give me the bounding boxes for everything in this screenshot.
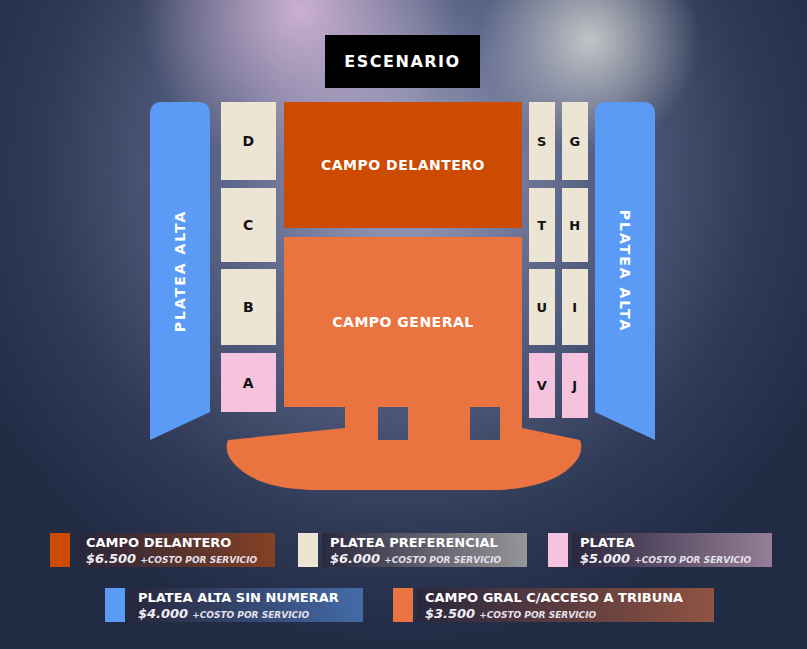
vertical-label: PLATEA ALTA [172,210,188,333]
section-label: S [537,134,547,149]
general-field: CAMPO GENERAL [284,237,522,407]
price-line: $5.000 +COSTO POR SERVICIO [580,551,764,567]
seat-section: U [529,269,555,345]
seat-section: J [562,353,588,418]
stand-shape [150,102,210,440]
section-label: D [242,133,254,149]
legend-text: CAMPO GRAL C/ACCESO A TRIBUNA [425,590,706,606]
legend-entry: PLATEA ALTA SIN NUMERAR$4.000 +COSTO POR … [105,588,363,622]
section-label: CAMPO DELANTERO [321,157,485,173]
legend-swatch [298,533,318,567]
fee-note: +COSTO POR SERVICIO [634,555,751,565]
seat-section: H [562,188,588,262]
price-label: $3.500 [425,606,475,621]
seat-section: S [529,102,555,180]
stage-box: ESCENARIO [325,35,480,88]
section-label: G [569,134,580,149]
legend-entry: PLATEA PREFERENCIAL$6.000 +COSTO POR SERV… [298,533,527,567]
price-line: $4.000 +COSTO POR SERVICIO [138,606,355,622]
fee-note: +COSTO POR SERVICIO [384,555,501,565]
vertical-label: PLATEA ALTA [617,210,633,333]
fee-note: +COSTO POR SERVICIO [140,555,257,565]
price-line: $6.000 +COSTO POR SERVICIO [330,551,519,567]
legend-panel: PLATEA ALTA SIN NUMERAR$4.000 +COSTO POR … [130,588,363,622]
section-label: U [536,300,547,315]
upper-stand: PLATEA ALTA [595,102,655,440]
legend-panel: PLATEA$5.000 +COSTO POR SERVICIO [572,533,772,567]
seat-section: V [529,353,555,418]
legend-text: CAMPO DELANTERO [86,535,267,551]
section-label: ESCENARIO [344,52,460,71]
upper-stand: PLATEA ALTA [150,102,210,440]
section-label: A [243,375,254,391]
seat-section: T [529,188,555,262]
legend-panel: CAMPO DELANTERO$6.500 +COSTO POR SERVICIO [78,533,275,567]
section-label: T [537,218,546,233]
section-label: I [572,300,577,315]
section-label: H [569,218,580,233]
price-line: $3.500 +COSTO POR SERVICIO [425,606,706,622]
price-label: $5.000 [580,551,630,566]
stand-shape [595,102,655,440]
legend-swatch [105,588,125,622]
seat-section: G [562,102,588,180]
legend-entry: CAMPO DELANTERO$6.500 +COSTO POR SERVICIO [50,533,275,567]
legend-swatch [50,533,70,567]
fee-note: +COSTO POR SERVICIO [192,610,309,620]
price-label: $4.000 [138,606,188,621]
front-field: CAMPO DELANTERO [284,102,522,228]
seat-section: D [221,102,276,180]
section-label: V [537,378,548,393]
section-label: CAMPO GENERAL [332,314,473,330]
legend-text: PLATEA [580,535,764,551]
legend-swatch [393,588,413,622]
legend-entry: PLATEA$5.000 +COSTO POR SERVICIO [548,533,772,567]
legend-entry: CAMPO GRAL C/ACCESO A TRIBUNA$3.500 +COST… [393,588,714,622]
seat-section: B [221,269,276,345]
seat-section: A [221,353,276,412]
fee-note: +COSTO POR SERVICIO [479,610,596,620]
legend-swatch [548,533,568,567]
section-label: B [243,299,254,315]
seat-section: C [221,188,276,262]
section-label: C [243,217,254,233]
seat-section: I [562,269,588,345]
price-line: $6.500 +COSTO POR SERVICIO [86,551,267,567]
section-label: J [572,378,577,393]
legend-panel: CAMPO GRAL C/ACCESO A TRIBUNA$3.500 +COST… [417,588,714,622]
legend-text: PLATEA PREFERENCIAL [330,535,519,551]
legend-panel: PLATEA PREFERENCIAL$6.000 +COSTO POR SERV… [322,533,527,567]
price-label: $6.500 [86,551,136,566]
price-label: $6.000 [330,551,380,566]
legend-text: PLATEA ALTA SIN NUMERAR [138,590,355,606]
